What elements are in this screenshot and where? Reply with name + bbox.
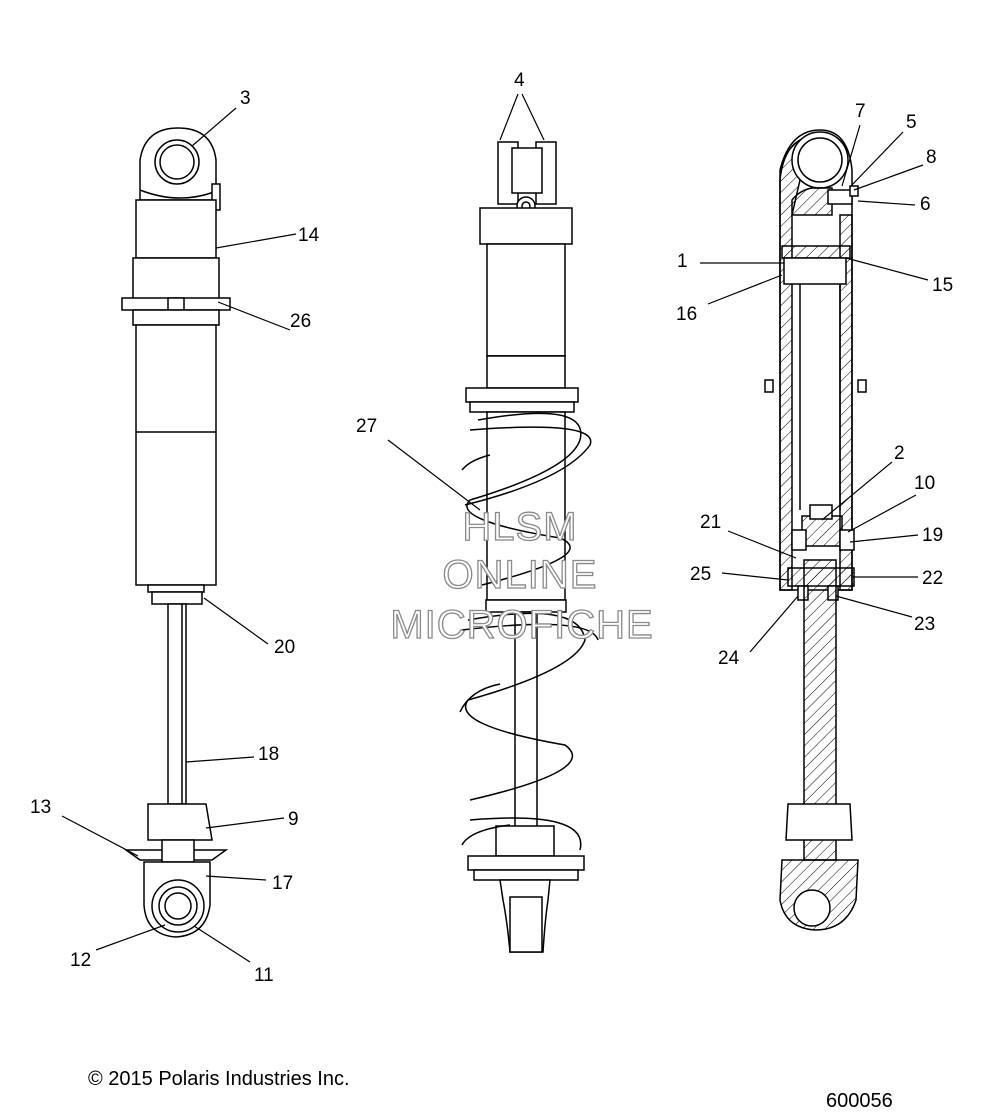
callout-1: 1 bbox=[677, 251, 688, 272]
callout-18: 18 bbox=[258, 744, 279, 765]
callout-17: 17 bbox=[272, 873, 293, 894]
callout-25: 25 bbox=[690, 564, 711, 585]
callout-22: 22 bbox=[922, 568, 943, 589]
callout-21: 21 bbox=[700, 512, 721, 533]
figure-number: 600056 bbox=[826, 1090, 893, 1112]
middle-shock-view bbox=[465, 141, 585, 953]
callout-16: 16 bbox=[676, 304, 697, 325]
callout-10: 10 bbox=[914, 473, 935, 494]
watermark-line-3: MICROFICHE bbox=[390, 603, 653, 647]
callout-27: 27 bbox=[356, 416, 377, 437]
callout-8: 8 bbox=[926, 147, 937, 168]
callout-6: 6 bbox=[920, 194, 931, 215]
callout-numbers: 3 4 14 26 20 18 9 13 17 12 11 27 7 5 8 6… bbox=[30, 70, 953, 986]
callout-20: 20 bbox=[274, 637, 295, 658]
callout-2: 2 bbox=[894, 443, 905, 464]
callout-15: 15 bbox=[932, 275, 953, 296]
callout-26: 26 bbox=[290, 311, 311, 332]
callout-13: 13 bbox=[30, 797, 51, 818]
watermark-line-1: HLSM bbox=[462, 505, 577, 549]
callout-23: 23 bbox=[914, 614, 935, 635]
right-section-view bbox=[764, 129, 867, 931]
callout-4: 4 bbox=[514, 70, 525, 91]
callout-12: 12 bbox=[70, 950, 91, 971]
callout-9: 9 bbox=[288, 809, 299, 830]
callout-11: 11 bbox=[254, 965, 274, 986]
callout-14: 14 bbox=[298, 225, 320, 246]
left-shock-view bbox=[121, 127, 231, 938]
callout-5: 5 bbox=[906, 112, 917, 133]
copyright-notice: © 2015 Polaris Industries Inc. bbox=[88, 1068, 350, 1090]
leader-lines bbox=[61, 93, 929, 963]
watermark: HLSM ONLINE MICROFICHE bbox=[390, 504, 654, 647]
watermark-line-2: ONLINE bbox=[443, 553, 598, 597]
callout-3: 3 bbox=[240, 88, 251, 109]
callout-24: 24 bbox=[718, 648, 740, 669]
callout-7: 7 bbox=[855, 101, 866, 122]
callout-19: 19 bbox=[922, 525, 943, 546]
coil-spring bbox=[459, 412, 599, 851]
